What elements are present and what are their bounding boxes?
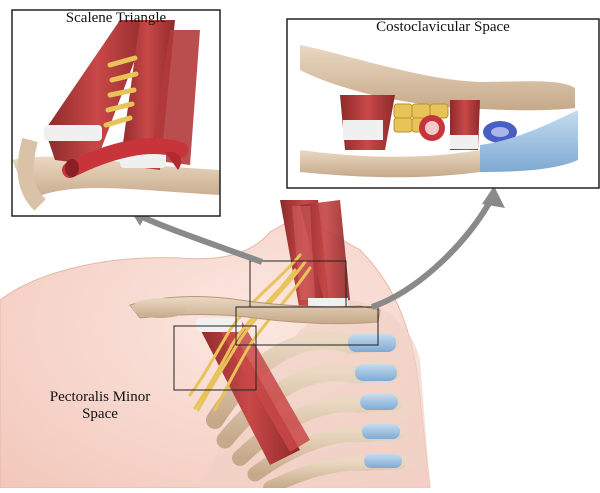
arrow-to-scalene-inset — [140, 216, 262, 262]
scalene-triangle-inset — [12, 10, 220, 216]
costoclavicular-space-label: Costoclavicular Space — [287, 19, 599, 36]
pectoralis-label-line1: Pectoralis Minor — [50, 389, 150, 405]
scalene-triangle-label: Scalene Triangle — [12, 10, 220, 27]
pectoralis-label-line2: Space — [82, 406, 118, 422]
pectoralis-minor-space-label: Pectoralis Minor Space — [40, 389, 160, 423]
costoclavicular-space-inset — [287, 19, 599, 188]
acromion — [132, 298, 188, 318]
